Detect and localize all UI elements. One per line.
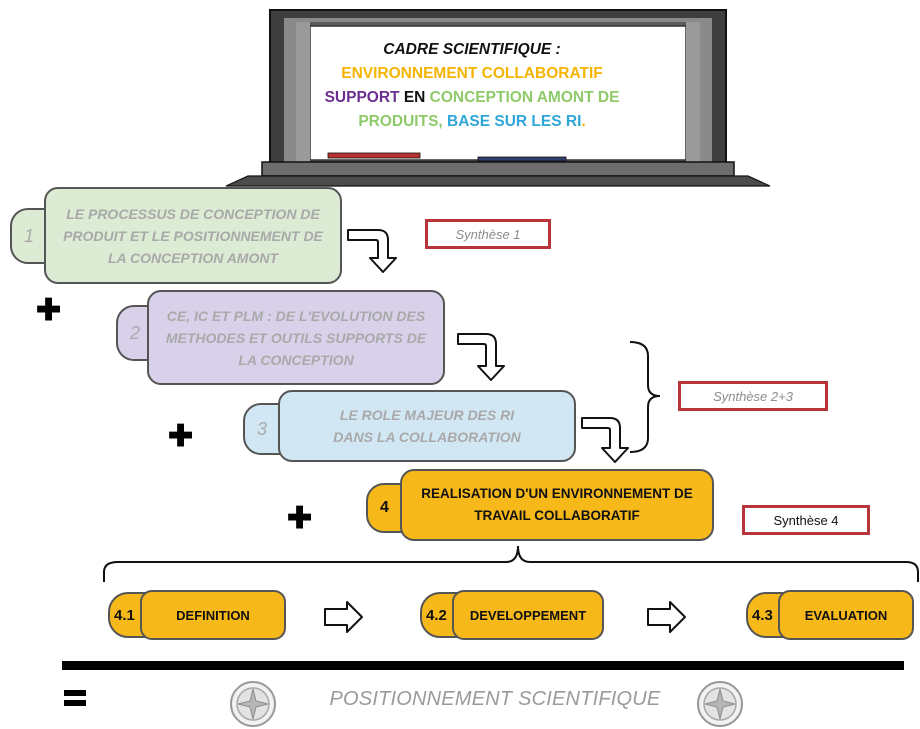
substep-4-1-label: DEFINITION — [176, 607, 250, 623]
substep-4-2-label: DEVELOPPEMENT — [469, 607, 587, 623]
substep-4-3-box: EVALUATION — [778, 590, 914, 640]
step-4-text: REALISATION D'UN ENVIRONNEMENT DE TRAVAI… — [421, 486, 693, 523]
curved-arrow-icon — [457, 333, 505, 381]
compass-icon — [697, 681, 743, 727]
plus-icon: ✚ — [36, 294, 62, 327]
board-word-conception: CONCEPTION AMONT DE — [429, 89, 620, 106]
right-arrow-icon — [647, 601, 686, 633]
plus-icon: ✚ — [287, 502, 313, 535]
step-2-number: 2 — [130, 322, 141, 343]
synthese-1-label: Synthèse 1 — [455, 226, 521, 242]
step-3-text: LE ROLE MAJEUR DES RI DANS LA COLLABORAT… — [333, 407, 521, 445]
substep-4-3-number: 4.3 — [752, 606, 773, 624]
board-word-support: SUPPORT — [324, 89, 400, 106]
substep-4-1-box: DEFINITION — [140, 590, 286, 640]
compass-icon — [230, 681, 276, 727]
synthese-2-3-box: Synthèse 2+3 — [678, 381, 828, 411]
step-1-box: LE PROCESSUS DE CONCEPTION DE PRODUIT ET… — [44, 187, 342, 284]
step-1-number: 1 — [24, 225, 35, 246]
step-2-box: CE, IC ET PLM : DE L'EVOLUTION DES METHO… — [147, 290, 445, 385]
board-line-4: PRODUITS, BASE SUR LES RI. — [318, 110, 626, 134]
substep-4-2-tab: 4.2 — [420, 592, 462, 638]
step-3-number: 3 — [257, 418, 268, 439]
board-line-3: SUPPORT EN CONCEPTION AMONT DE — [318, 86, 626, 110]
synthese-4-label: Synthèse 4 — [773, 512, 839, 528]
curved-arrow-icon — [581, 417, 629, 463]
board-text: CADRE SCIENTIFIQUE : ENVIRONNEMENT COLLA… — [318, 38, 626, 134]
right-arrow-icon — [324, 601, 363, 633]
synthese-2-3-label: Synthèse 2+3 — [713, 388, 793, 404]
equals-icon — [64, 700, 86, 706]
board-line-2: ENVIRONNEMENT COLLABORATIF — [341, 65, 603, 82]
step-3-box: LE ROLE MAJEUR DES RI DANS LA COLLABORAT… — [278, 390, 576, 462]
substep-4-3-label: EVALUATION — [804, 607, 888, 623]
brace-graphic — [103, 545, 919, 582]
board-title: CADRE SCIENTIFIQUE : — [383, 41, 561, 58]
synthese-1-box: Synthèse 1 — [425, 219, 551, 249]
curved-arrow-icon — [347, 229, 397, 273]
substep-4-2-number: 4.2 — [426, 606, 447, 624]
substep-4-1-number: 4.1 — [114, 606, 135, 624]
footer-title: POSITIONNEMENT SCIENTIFIQUE — [329, 688, 661, 710]
board-word-base-ri: BASE SUR LES RI — [447, 113, 582, 130]
step-4-number: 4 — [380, 499, 389, 516]
substep-4-2-box: DEVELOPPEMENT — [452, 590, 604, 640]
step-1-text: LE PROCESSUS DE CONCEPTION DE PRODUIT ET… — [63, 205, 323, 266]
board-word-produits: PRODUITS, — [358, 113, 448, 130]
step-4-box: REALISATION D'UN ENVIRONNEMENT DE TRAVAI… — [400, 469, 714, 541]
step-2-text: CE, IC ET PLM : DE L'EVOLUTION DES METHO… — [165, 307, 427, 368]
equals-icon — [64, 690, 86, 696]
board-word-dot: . — [581, 113, 586, 130]
plus-icon: ✚ — [168, 420, 194, 453]
synthese-4-box: Synthèse 4 — [742, 505, 870, 535]
brace-graphic — [629, 341, 661, 453]
baseline-bar — [62, 661, 904, 670]
board-word-en: EN — [399, 89, 430, 106]
